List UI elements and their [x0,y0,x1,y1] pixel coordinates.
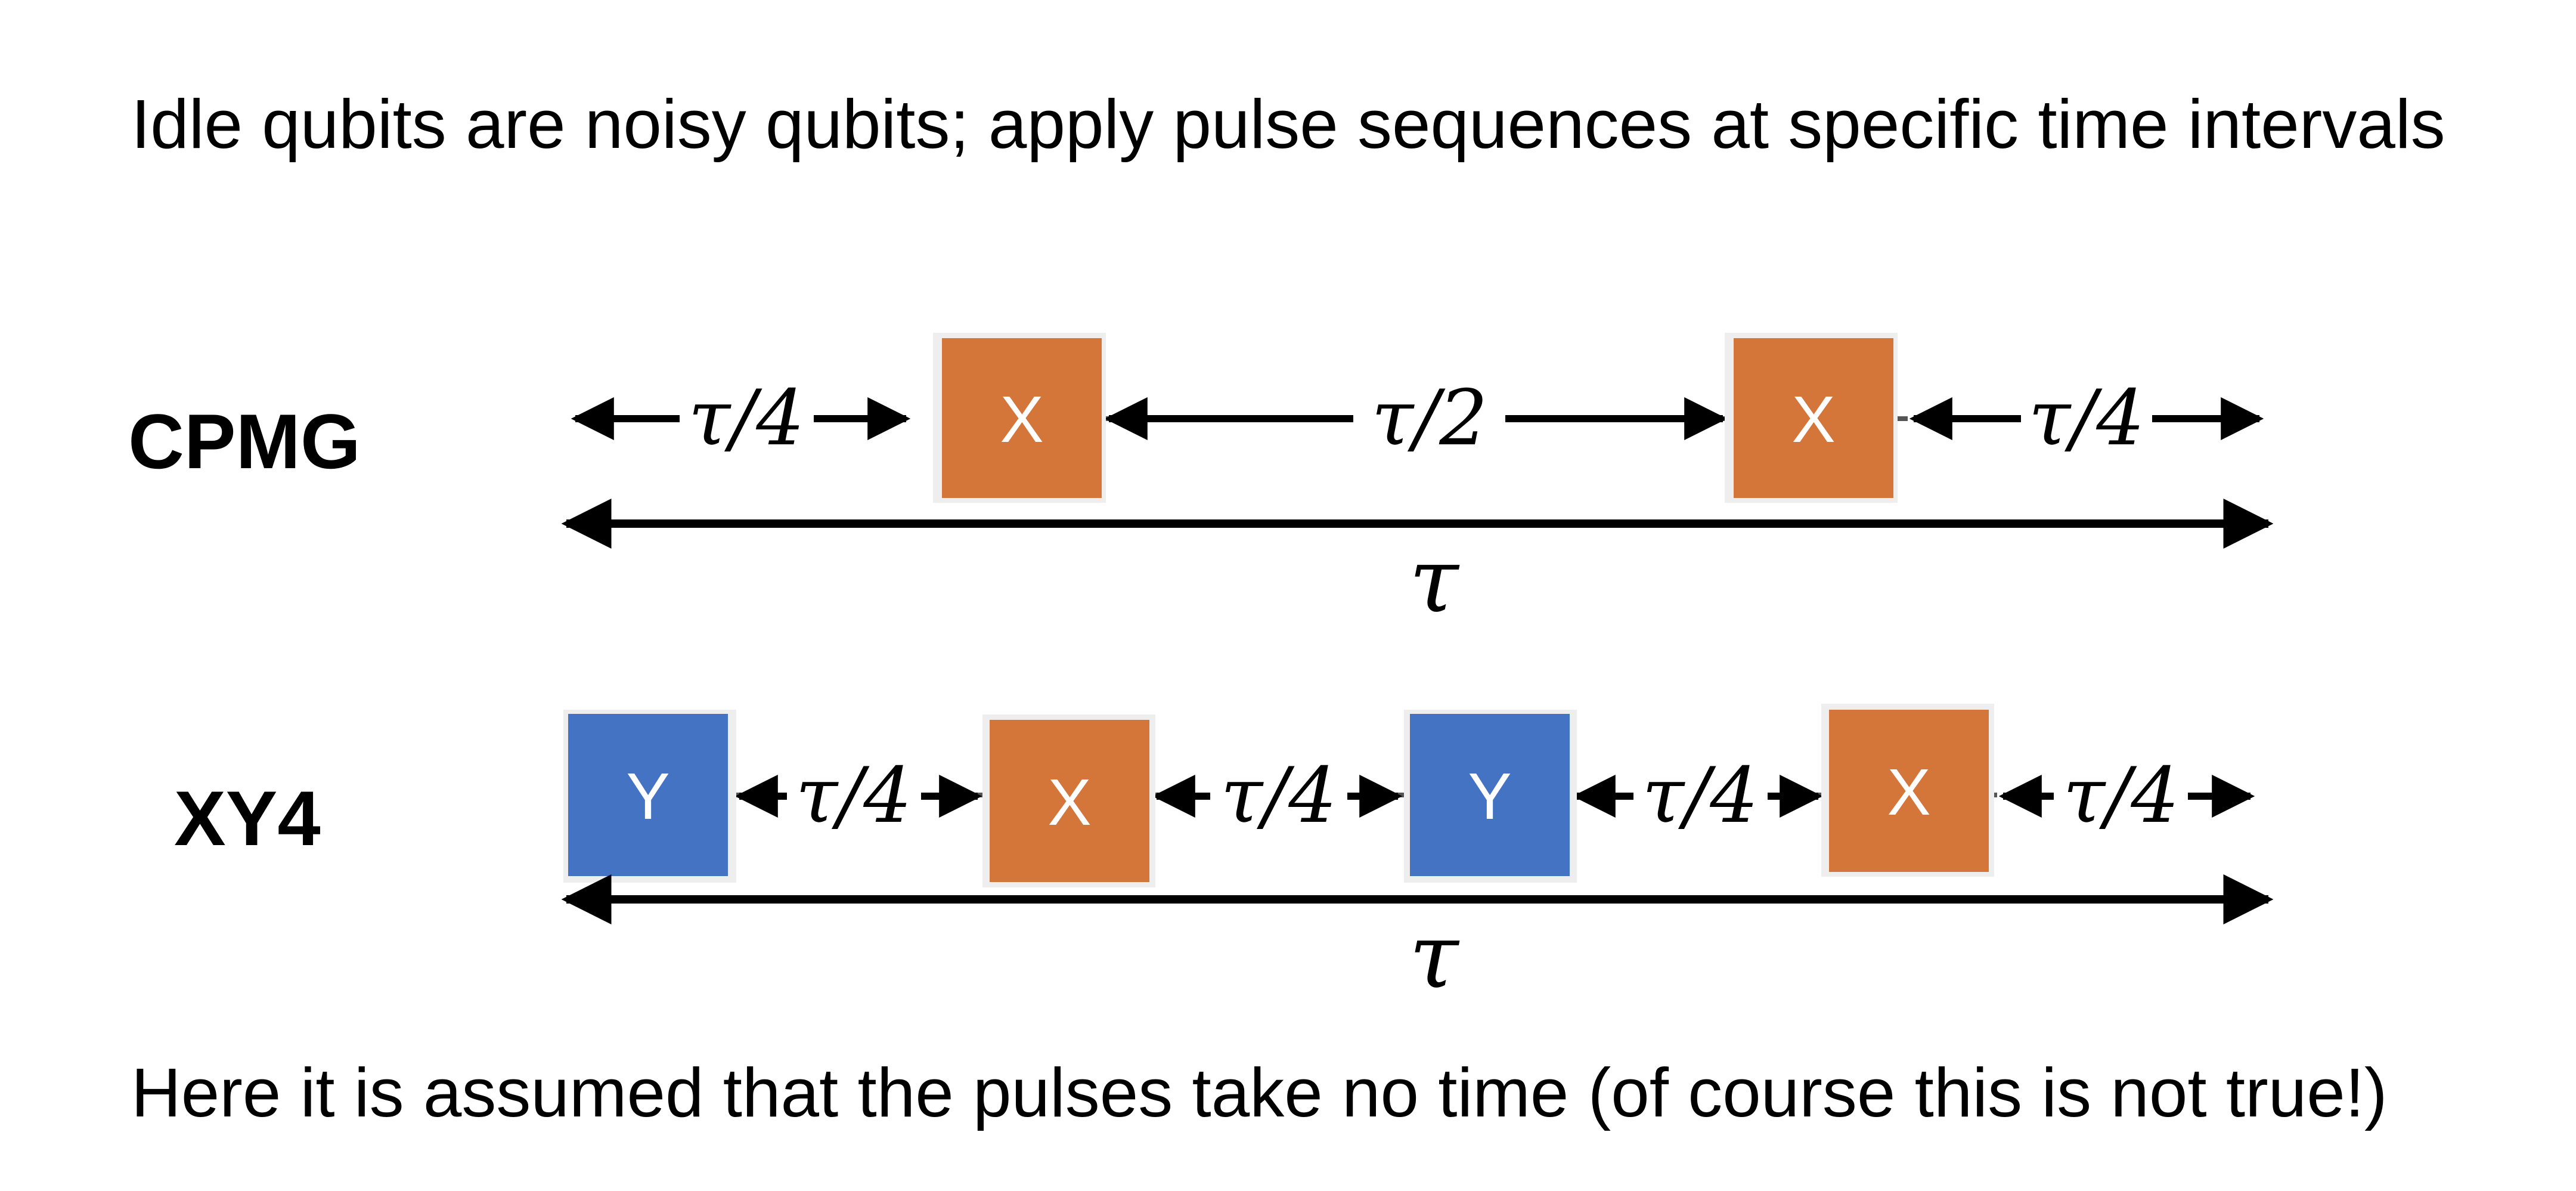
xy4-pulse-4-box [1829,710,1989,872]
cpmg-total-label: τ [1409,529,1460,633]
footnote-text: Here it is assumed that the pulses take … [131,1054,2388,1131]
xy4-pulse-3-box [1410,714,1570,876]
cpmg-label: CPMG [128,398,361,485]
xy4-label: XY4 [174,775,321,862]
cpmg-pulse-2-box [1734,338,1893,498]
cpmg-sequence: τ/4 τ/2 τ/4 X X τ [561,333,2274,633]
xy4-total-label: τ [1409,905,1460,1009]
xy4-pulse-4-label: X [1887,756,1930,829]
xy4-pulse-1-label: Y [626,760,669,833]
xy4-interval-4-label: τ/4 [2063,751,2179,840]
cpmg-interval-1-label: τ/4 [688,374,804,463]
cpmg-pulse-1-label: X [1000,383,1043,456]
heading-text: Idle qubits are noisy qubits; apply puls… [131,85,2445,163]
xy4-pulse-3-label: Y [1468,760,1511,833]
xy4-pulse-x: X [1821,704,1994,877]
xy4-interval-2-label: τ/4 [1220,751,1337,840]
xy4-pulse-2-label: X [1047,766,1091,839]
xy4-pulse-2-box [990,720,1149,882]
xy4-interval-3-label: τ/4 [1642,751,1758,840]
xy4-pulse-x: X [982,714,1155,887]
xy4-sequence: τ/4 τ/4 τ/4 τ/4 Y X Y X [561,704,2274,1009]
cpmg-interval-3-label: τ/4 [2028,374,2144,463]
cpmg-pulse-x: X [1725,333,1898,503]
xy4-pulse-y: Y [1404,710,1577,883]
xy4-pulse-y: Y [563,710,736,883]
xy4-interval-1-label: τ/4 [795,751,912,840]
cpmg-pulse-2-label: X [1791,383,1835,456]
cpmg-interval-2-label: τ/2 [1371,374,1487,463]
cpmg-pulse-x: X [933,333,1106,503]
xy4-pulse-1-box [568,714,728,876]
cpmg-pulse-1-box [942,338,1102,498]
